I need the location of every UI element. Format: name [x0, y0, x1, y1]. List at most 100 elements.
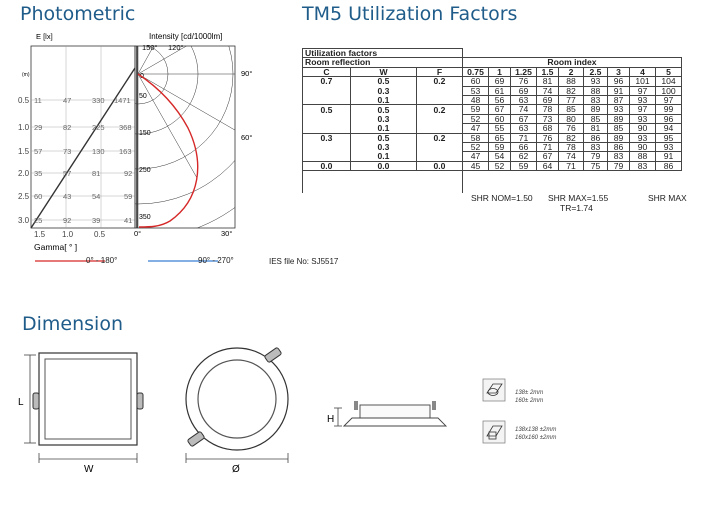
- angle-120: 120°: [168, 43, 184, 52]
- table-cell: 101: [629, 76, 656, 87]
- table-cell: 78: [536, 104, 559, 115]
- reflection-c: 0.7: [302, 76, 351, 87]
- cutout-square-icon: [482, 420, 506, 444]
- square-fixture-drawing: [24, 352, 144, 463]
- lux-value: 60: [34, 192, 42, 201]
- angle-30: 30°: [221, 229, 232, 238]
- height-label: 2.0: [18, 169, 30, 178]
- table-cell: 76: [558, 123, 584, 134]
- lux-value: 130: [92, 147, 105, 156]
- radial-label-350: 350: [139, 214, 151, 221]
- col-header-f: F: [416, 66, 463, 78]
- table-cell: 79: [583, 151, 608, 162]
- shr-max: SHR MAX: [648, 193, 687, 203]
- e-lx-label: E [lx]: [36, 32, 53, 41]
- table-cell: 63: [510, 123, 537, 134]
- table-cell: 89: [583, 104, 608, 115]
- reflection-f: 0.2: [416, 104, 463, 115]
- lux-value: 47: [63, 96, 71, 105]
- radial-label-250: 250: [139, 167, 151, 174]
- photometric-title: Photometric: [20, 3, 136, 25]
- table-cell: 60: [462, 76, 489, 87]
- radial-label-150: 150: [139, 130, 151, 137]
- table-cell: 91: [655, 151, 682, 162]
- cutout-round-size-2: 160± 2mm: [515, 398, 543, 404]
- table-cell: 96: [607, 76, 630, 87]
- table-cell: 52: [488, 160, 511, 172]
- side-profile-drawing: [334, 401, 448, 427]
- table-cell: 55: [488, 123, 511, 134]
- table-cell: 94: [655, 123, 682, 134]
- reflection-w: 0.5: [350, 76, 417, 87]
- intensity-label: Intensity [cd/1000lm]: [149, 32, 222, 41]
- table-cell: 76: [510, 76, 537, 87]
- table-cell: 83: [629, 160, 656, 172]
- lux-value: 1471: [114, 96, 131, 105]
- table-cell: 85: [558, 104, 584, 115]
- reflection-w: 0.5: [350, 104, 417, 115]
- table-cell: 104: [655, 76, 682, 87]
- cutout-round-icon: [482, 378, 506, 402]
- curve-0-180: [137, 73, 199, 228]
- dimension-w-label: W: [84, 464, 94, 475]
- shr-max-155: SHR MAX=1.55: [548, 193, 609, 203]
- reflection-f: 0.0: [416, 160, 463, 171]
- table-header-room-reflection: Room reflection: [302, 57, 463, 68]
- reflection-c: [302, 95, 351, 105]
- lux-value: 41: [124, 216, 132, 225]
- reflection-c: [302, 142, 351, 152]
- round-fixture-drawing: [185, 347, 289, 463]
- table-cell: 99: [655, 104, 682, 115]
- table-cell: 88: [629, 151, 656, 162]
- tm5-title: TM5 Utilization Factors: [302, 3, 518, 25]
- table-cell: 93: [583, 76, 608, 87]
- height-label: 0.5: [18, 96, 30, 105]
- table-cell: 67: [536, 151, 559, 162]
- radial-label-50: 50: [139, 93, 147, 100]
- lux-value: 25: [34, 216, 42, 225]
- reflection-f: 0.2: [416, 76, 463, 87]
- x-tick: 1.0: [62, 230, 74, 239]
- table-cell: 71: [558, 160, 584, 172]
- reflection-f: [416, 142, 463, 152]
- height-label: 1.5: [18, 147, 30, 156]
- table-cell: 74: [510, 104, 537, 115]
- lux-value: 81: [92, 169, 100, 178]
- col-header-c: C: [302, 66, 351, 78]
- dimension-title: Dimension: [22, 313, 123, 335]
- table-cell: 81: [583, 123, 608, 134]
- reflection-f: [416, 95, 463, 105]
- shr-nom: SHR NOM=1.50: [471, 193, 533, 203]
- reflection-c: [302, 86, 351, 96]
- lux-value: 73: [63, 147, 71, 156]
- table-cell: 81: [536, 76, 559, 87]
- reflection-f: 0.2: [416, 132, 463, 143]
- angle-60: 60°: [241, 133, 252, 142]
- lux-value: 57: [63, 169, 71, 178]
- photometric-diagram: E [lx] Intensity [cd/1000lm] 150° 120° 9…: [18, 32, 252, 262]
- legend-label-90-270: 90° - 270°: [198, 256, 234, 265]
- lux-value: 92: [63, 216, 71, 225]
- table-cell: 90: [629, 123, 656, 134]
- reflection-w: 0.0: [350, 160, 417, 171]
- x-tick: 0.5: [94, 230, 106, 239]
- angle-150: 150°: [142, 43, 158, 52]
- cutout-square-size-2: 160x160 ±2mm: [515, 435, 556, 441]
- reflection-f: [416, 151, 463, 162]
- dimension-drawings: L W Ø H 138± 2mm 160± 2mm 138x138 ±2mm: [18, 347, 556, 475]
- utilization-table: Utilization factors Room reflection Room…: [302, 47, 682, 193]
- m-label: (m): [22, 72, 30, 78]
- lux-value: 43: [63, 192, 71, 201]
- table-cell: 67: [488, 104, 511, 115]
- cutout-round-size-1: 138± 2mm: [515, 390, 543, 396]
- reflection-c: [302, 151, 351, 162]
- table-cell: 47: [462, 151, 489, 162]
- table-cell: 97: [629, 104, 656, 115]
- table-cell: 85: [607, 123, 630, 134]
